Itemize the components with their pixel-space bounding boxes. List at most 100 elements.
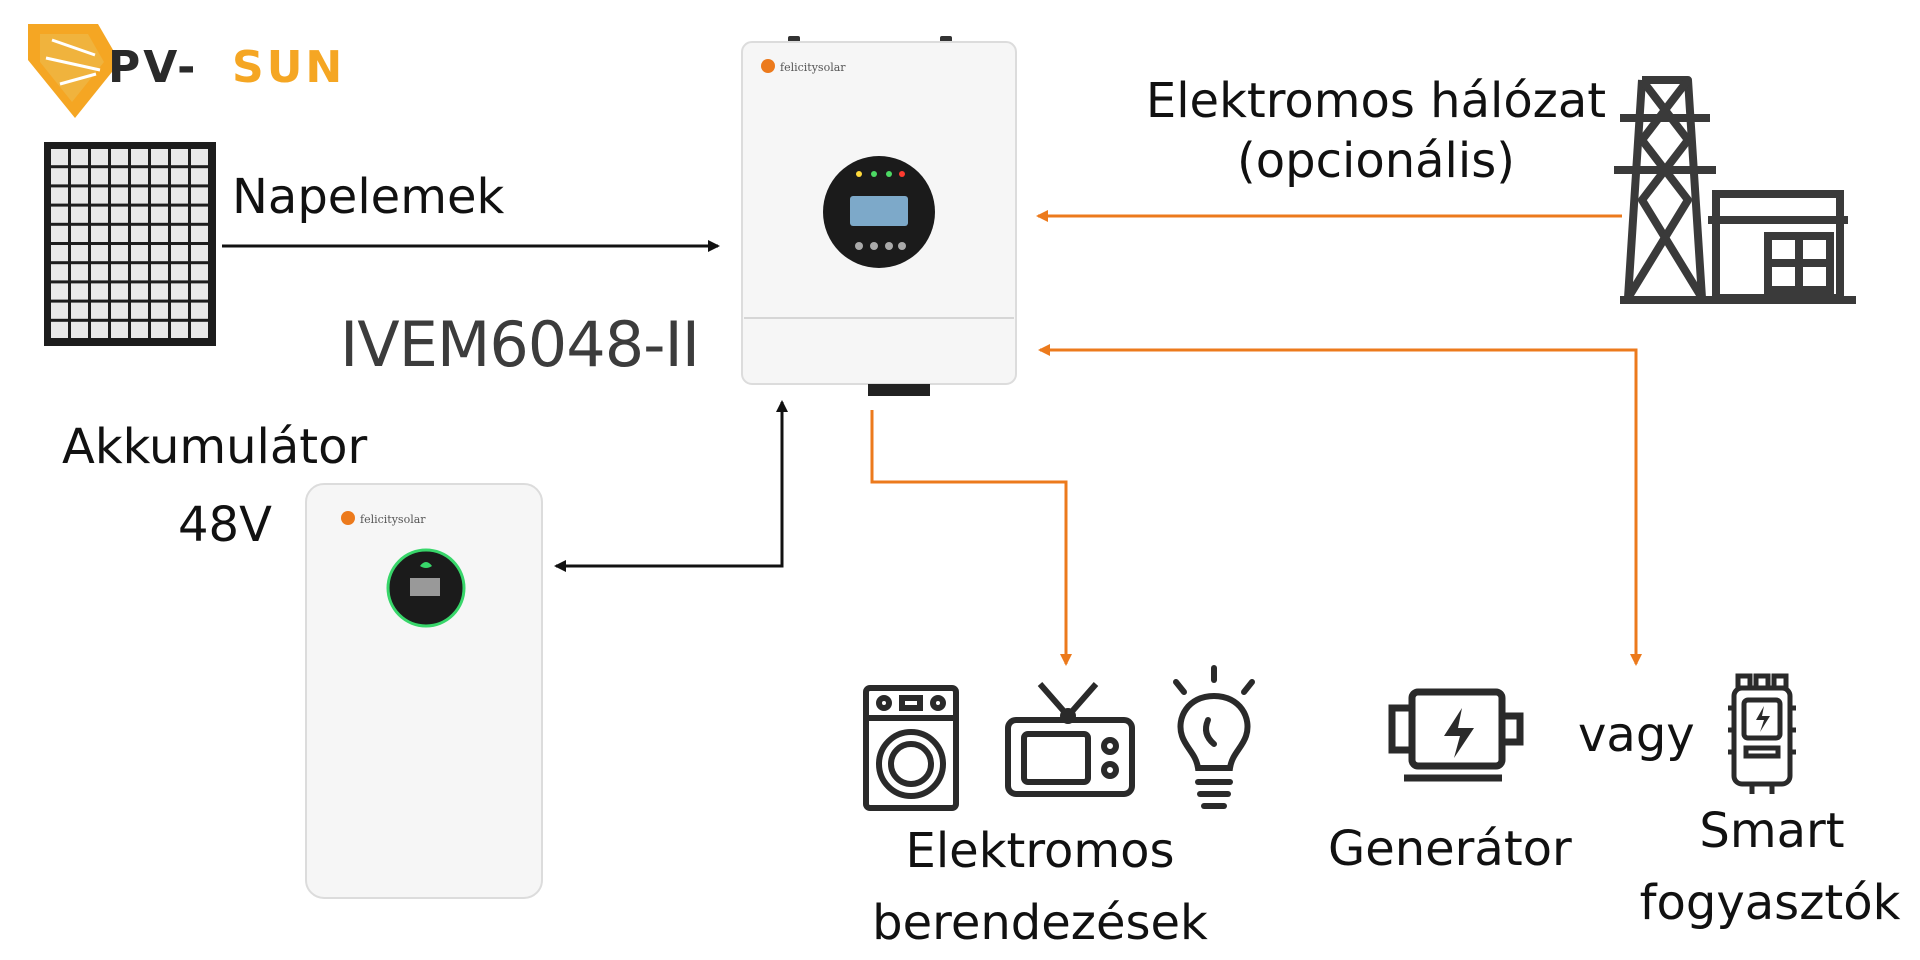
battery-device: felicitysolar	[305, 483, 543, 899]
solar-cell	[111, 187, 128, 204]
solar-cell	[191, 321, 208, 338]
solar-cell	[111, 264, 128, 281]
solar-cell	[111, 283, 128, 300]
logo-mark-icon	[28, 24, 120, 118]
or-label: vagy	[1578, 707, 1695, 763]
solar-cell	[91, 245, 108, 262]
solar-cell	[71, 225, 88, 242]
solar-cell	[51, 321, 68, 338]
solar-cell	[171, 264, 188, 281]
generator-to-inverter-arrow	[1038, 344, 1638, 650]
solar-cell	[131, 149, 148, 166]
solar-cell	[111, 321, 128, 338]
solar-cell	[51, 206, 68, 223]
solar-cell	[191, 149, 208, 166]
solar-cell	[51, 225, 68, 242]
solar-cell	[91, 187, 108, 204]
solar-cell	[191, 283, 208, 300]
solar-cell	[91, 149, 108, 166]
solar-cell	[191, 168, 208, 185]
smart-label-line1: Smart	[1699, 803, 1845, 859]
solar-cell	[111, 225, 128, 242]
solar-cell	[111, 302, 128, 319]
solar-cell	[171, 225, 188, 242]
solar-cell	[131, 168, 148, 185]
solar-cell	[91, 321, 108, 338]
solar-cell	[91, 264, 108, 281]
solar-cell	[51, 264, 68, 281]
battery-label-line1: Akkumulátor	[62, 419, 368, 475]
solar-cell	[71, 168, 88, 185]
solar-cell	[151, 225, 168, 242]
washing-machine-icon	[863, 685, 959, 811]
solar-cell	[71, 264, 88, 281]
solar-cell	[111, 245, 128, 262]
building-icon	[1620, 190, 1856, 304]
solar-cell	[191, 225, 208, 242]
solar-cell	[51, 168, 68, 185]
solar-cell	[71, 149, 88, 166]
solar-cell	[171, 206, 188, 223]
logo-text-sun: SUN	[232, 42, 346, 93]
solar-cell	[71, 321, 88, 338]
model-label: IVEM6048-II	[340, 308, 700, 381]
battery-inverter-arrow	[556, 400, 788, 568]
solar-cell	[91, 302, 108, 319]
smart-label-line2: fogyasztók	[1639, 875, 1901, 931]
solar-cell	[171, 245, 188, 262]
solar-cell	[91, 283, 108, 300]
solar-cell	[131, 321, 148, 338]
solar-cell	[91, 206, 108, 223]
solar-cell	[191, 302, 208, 319]
solar-cell	[191, 245, 208, 262]
generator-label: Generátor	[1328, 821, 1572, 877]
solar-cell	[191, 187, 208, 204]
solar-cell	[91, 168, 108, 185]
solar-cell	[151, 206, 168, 223]
solar-cell	[71, 245, 88, 262]
solar-cell	[111, 168, 128, 185]
solar-cell	[131, 206, 148, 223]
solar-cell	[131, 187, 148, 204]
appliances-label-line2: berendezések	[872, 895, 1208, 951]
solar-cell	[111, 149, 128, 166]
solar-cell	[131, 225, 148, 242]
solar-cell	[151, 321, 168, 338]
solar-cell	[91, 225, 108, 242]
inverter-device: felicitysolar	[741, 36, 1017, 396]
solar-cell	[151, 264, 168, 281]
solar-cell	[131, 283, 148, 300]
solar-cell	[51, 149, 68, 166]
solar-cell	[51, 187, 68, 204]
generator-icon	[1388, 688, 1524, 782]
tv-icon	[1005, 682, 1135, 797]
smart-meter-icon	[1728, 673, 1796, 794]
solar-cell	[131, 245, 148, 262]
solar-cell	[171, 187, 188, 204]
battery-brand-text: felicitysolar	[360, 513, 426, 526]
solar-cell	[171, 321, 188, 338]
solar-cell	[191, 206, 208, 223]
inverter-to-appliances-arrow	[870, 410, 1072, 666]
solar-cell	[151, 283, 168, 300]
grid-label-line2: (opcionális)	[1237, 133, 1515, 189]
solar-cell	[51, 245, 68, 262]
solar-cell	[71, 206, 88, 223]
solar-cell	[191, 264, 208, 281]
solar-panel-icon	[44, 142, 216, 346]
solar-cell	[51, 302, 68, 319]
solar-cell	[151, 149, 168, 166]
solar-cell	[171, 149, 188, 166]
solar-cell	[151, 245, 168, 262]
solar-cell	[151, 168, 168, 185]
appliances-label-line1: Elektromos	[905, 823, 1175, 879]
solar-cell	[151, 302, 168, 319]
solar-label: Napelemek	[232, 169, 505, 225]
logo-text-pv: PV-	[108, 42, 199, 93]
solar-cell	[111, 206, 128, 223]
solar-cell	[151, 187, 168, 204]
power-tower-icon	[1614, 76, 1716, 301]
solar-cell	[51, 283, 68, 300]
solar-cell	[171, 283, 188, 300]
light-bulb-icon	[1173, 665, 1255, 809]
